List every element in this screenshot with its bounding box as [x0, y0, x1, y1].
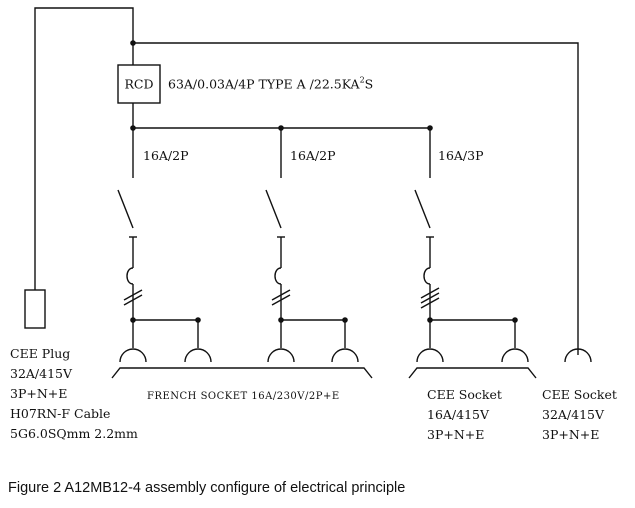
figure-caption: Figure 2 A12MB12-4 assembly configure of…	[8, 480, 405, 496]
breaker-3	[414, 128, 518, 348]
socket-symbols	[119, 348, 592, 363]
cee-socket-32-line-3: 3P+N+E	[542, 427, 599, 442]
cee-plug-line-2: 32A/415V	[10, 366, 73, 381]
cee-plug-line-4: H07RN-F Cable	[10, 406, 110, 421]
breaker-2	[265, 128, 348, 348]
breaker-2-label: 16A/2P	[290, 148, 336, 163]
cee-plug-line-5: 5G6.0SQmm 2.2mm	[10, 426, 138, 441]
french-socket-label: FRENCH SOCKET 16A/230V/2P+E	[147, 391, 340, 402]
cee-socket-16-line-2: 16A/415V	[427, 407, 490, 422]
cee-plug-symbol	[24, 289, 46, 329]
rcd-spec: 63A/0.03A/4P TYPE A /22.5KA2S	[168, 76, 373, 92]
cee16-socket-bracket	[408, 367, 537, 379]
junction-dot	[130, 40, 136, 46]
cee-socket-16-line-1: CEE Socket	[427, 387, 502, 402]
breaker-1	[117, 128, 201, 348]
french-socket-bracket	[111, 367, 373, 379]
cee-socket-32-line-1: CEE Socket	[542, 387, 617, 402]
direct-bus-wire	[130, 40, 579, 355]
rcd-box-label: RCD	[125, 77, 154, 92]
breaker-3-label: 16A/3P	[438, 148, 484, 163]
cee-plug-line-1: CEE Plug	[10, 346, 70, 361]
cee-socket-16-line-3: 3P+N+E	[427, 427, 484, 442]
rcd-device: RCD 63A/0.03A/4P TYPE A /22.5KA2S	[117, 60, 373, 128]
breaker-1-label: 16A/2P	[143, 148, 189, 163]
cee-plug-line-3: 3P+N+E	[10, 386, 67, 401]
cee-socket-32-line-2: 32A/415V	[542, 407, 605, 422]
rcd-box	[117, 64, 161, 104]
main-feed-wire	[34, 7, 134, 290]
